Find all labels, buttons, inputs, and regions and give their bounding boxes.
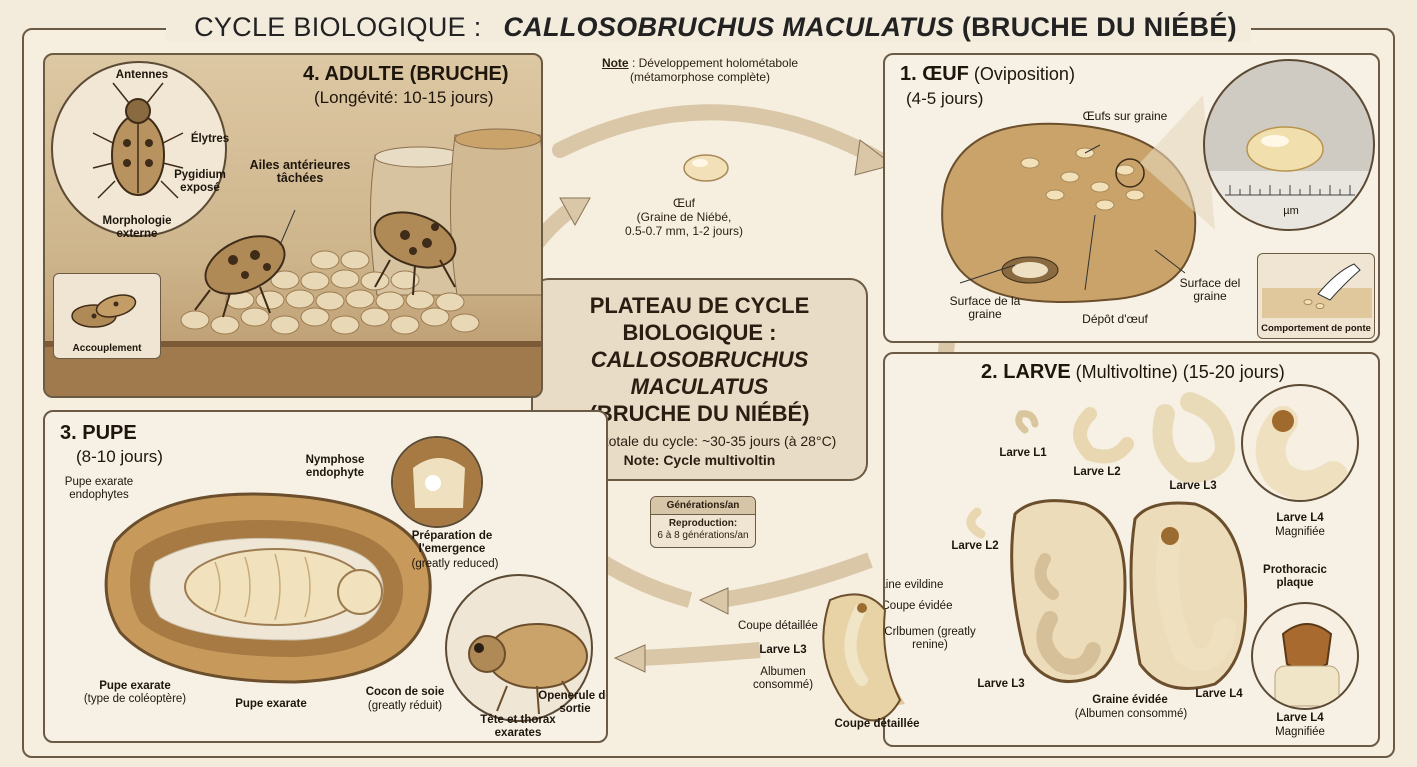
label-tete-thorax: Tête et thorax exarates: [473, 714, 563, 740]
adult-heading: 4. ADULTE (BRUCHE): [303, 63, 509, 86]
label-ailes: Ailes antérieures tâchées: [245, 159, 355, 185]
label-antennes: Antennes: [107, 69, 177, 82]
label-cocon: Cocon de soie: [355, 686, 455, 699]
label-accouplement: Accouplement: [54, 342, 160, 355]
label-pupe-exarate: Pupe exarate: [221, 698, 321, 711]
label-comportement: Comportement de ponte: [1258, 322, 1374, 335]
center-egg-line1: (Graine de Niébé,: [614, 210, 754, 224]
label-coupe-detaillee: Coupe détaillée: [728, 620, 828, 633]
label-surface-de-la-graine: Surface de la graine: [940, 295, 1030, 321]
larva-heading-normal: (Multivoltine) (15-20 jours): [1071, 362, 1285, 382]
note-label: Note: [602, 56, 629, 70]
cycle-note: Note: Cycle multivoltin: [624, 452, 776, 468]
label-l4c-magnifiee: Magnifiée: [1265, 726, 1335, 739]
label-pupe-exarate-type: Pupe exarate: [75, 680, 195, 693]
label-larve-l2b: Larve L2: [945, 540, 1005, 553]
label-albumen: Albumen consommé): [748, 666, 818, 692]
egg-heading-bold: 1. ŒUF: [900, 63, 969, 85]
label-l4-magnifiee: Magnifiée: [1265, 526, 1335, 539]
adult-subheading: (Longévité: 10-15 jours): [314, 88, 494, 108]
emergence-circle: [391, 436, 483, 528]
label-surface-del-graine: Surface del graine: [1170, 277, 1250, 303]
generations-line2: 6 à 8 générations/an: [657, 530, 748, 541]
label-graine-evidee: Graine évidée: [1075, 694, 1185, 707]
larva-l4-icon: [1243, 386, 1359, 502]
label-graine-evildine: Graine evildine: [883, 579, 955, 592]
oviposition-icon: [1258, 254, 1376, 320]
label-albumen-consomme-paren: (Albumen consommé): [1061, 708, 1201, 721]
label-larve-l3: Larve L3: [1163, 480, 1223, 493]
note-line1: : Développement holométabole: [629, 56, 798, 70]
pupa-heading: 3. PUPE: [60, 422, 137, 445]
label-nymphose: Nymphose endophyte: [295, 454, 375, 480]
label-morphologie: Morphologie externe: [97, 215, 177, 241]
larva-heading-bold: 2. LARVE: [981, 361, 1071, 383]
center-title-line4: MACULATUS: [631, 374, 769, 399]
label-larve-l2: Larve L2: [1067, 466, 1127, 479]
larva-head-circle: [1251, 602, 1359, 710]
center-title-line3: CALLOSOBRUCHUS: [591, 347, 809, 372]
label-crlbumen: Crlbumen (greatly renine): [883, 626, 985, 652]
egg-magnified-circle: µm: [1203, 59, 1375, 231]
label-prothoracic: Prothoracic plaque: [1255, 564, 1335, 590]
oviposition-inset: Comportement de ponte: [1257, 253, 1375, 339]
label-preparation: Préparation de l'emergence: [397, 530, 507, 556]
generations-box: Générations/an Reproduction:6 à 8 généra…: [650, 496, 756, 548]
beetle-morphology-icon: [53, 63, 227, 237]
note-holometabolous: Note : Développement holométabole (métam…: [580, 56, 820, 84]
generations-line1: Reproduction:: [669, 518, 737, 529]
mating-beetles-icon: [54, 274, 162, 342]
morphology-circle: [51, 61, 227, 237]
center-egg-caption: Œuf (Graine de Niébé, 0.5-0.7 mm, 1-2 jo…: [614, 196, 754, 238]
note-line2: (métamorphose complète): [630, 70, 770, 84]
center-egg-title: Œuf: [614, 196, 754, 210]
label-larve-l4b: Larve L4: [1189, 688, 1249, 701]
mating-inset: Accouplement: [53, 273, 161, 359]
emergence-icon: [393, 438, 483, 528]
larva-l4-circle: [1241, 384, 1359, 502]
label-type-note: (type de coléoptère): [65, 693, 205, 706]
label-coupe-evidee: Coupe évidée: [883, 600, 967, 613]
egg-heading-normal: (Oviposition): [969, 64, 1075, 84]
label-oeufs-sur-graine: Œufs sur graine: [1065, 110, 1185, 123]
label-larve-l1: Larve L1: [993, 447, 1053, 460]
label-cocon-note: (greatly réduit): [355, 700, 455, 713]
label-larve-l4c: Larve L4: [1265, 712, 1335, 725]
panel-larva: Larve L1 Larve L2 Larve L3 Larve L4 Magn…: [883, 352, 1380, 747]
label-pygidium: Pygidium exposé: [165, 169, 235, 195]
generations-header: Générations/an: [651, 497, 755, 515]
pupa-subheading: (8-10 jours): [76, 447, 163, 467]
larva-head-icon: [1253, 604, 1359, 710]
center-title-line1: PLATEAU DE CYCLE: [533, 292, 866, 319]
label-larve-l3b: Larve L3: [748, 644, 818, 657]
label-depot-oeuf: Dépôt d'œuf: [1060, 313, 1170, 326]
egg-subheading: (4-5 jours): [906, 89, 983, 109]
center-title-line2: BIOLOGIQUE :: [533, 319, 866, 346]
label-unit: µm: [1271, 205, 1311, 218]
label-pupe-endophytes: Pupe exarate endophytes: [49, 476, 149, 502]
label-larve-l3c: Larve L3: [971, 678, 1031, 691]
label-elytres: Élytres: [185, 133, 235, 146]
label-preparation-note: (greatly reduced): [405, 558, 505, 571]
label-coupe-detaillee-2: Coupe détaillée: [822, 718, 932, 731]
label-opercule: Openerule de sortie: [535, 690, 608, 716]
label-larve-l4: Larve L4: [1265, 512, 1335, 525]
center-egg-line2: 0.5-0.7 mm, 1-2 jours): [614, 224, 754, 238]
